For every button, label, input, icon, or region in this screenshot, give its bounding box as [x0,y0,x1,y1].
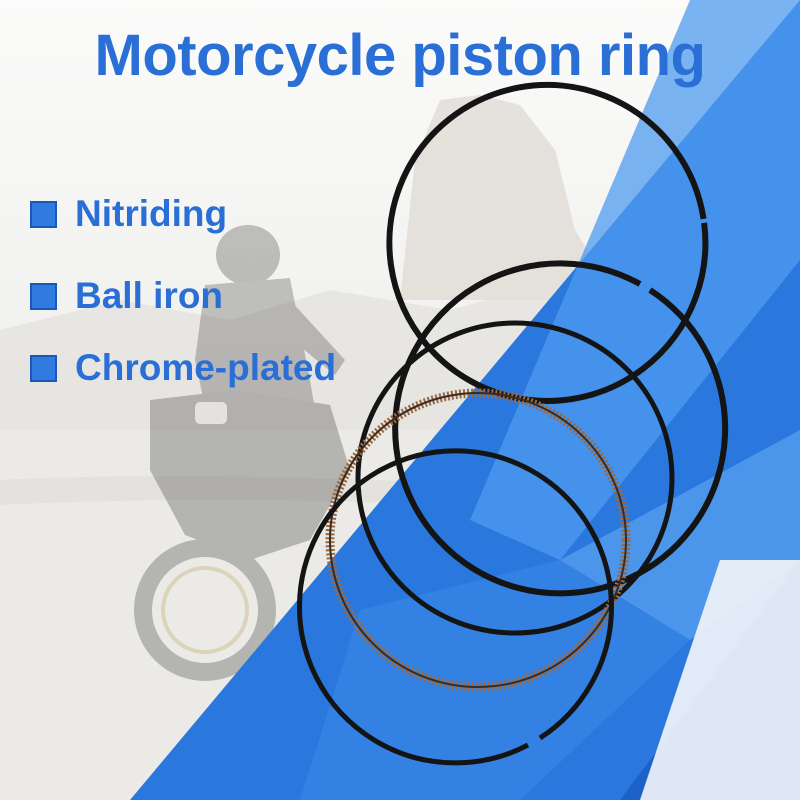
motorcycle-rider [134,225,350,681]
page-title: Motorcycle piston ring [94,23,706,88]
white-corner [640,560,800,800]
blue-band-lower-facet [300,560,690,800]
feature-item-chrome-plated: Chrome-plated [30,347,336,389]
feature-label: Ball iron [75,275,224,316]
feature-item-ball-iron: Ball iron [30,275,223,317]
motorcycle-body [150,390,350,560]
feature-label: Chrome-plated [75,347,337,388]
rock-formation [400,95,640,300]
square-bullet-icon [30,282,57,310]
helmet [216,225,280,285]
piston-ring-third [355,320,675,636]
square-bullet-icon [30,354,57,382]
square-bullet-icon [30,200,57,228]
piston-ring-top [386,82,709,404]
front-wheel-rim [161,566,249,654]
rider-torso [195,278,320,450]
headlight [195,402,227,424]
rider-arm [280,300,345,375]
piston-ring-second [392,260,729,597]
front-wheel [134,539,276,681]
piston-ring-oil-expander [325,388,631,692]
feature-item-nitriding: Nitriding [30,193,227,235]
feature-label: Nitriding [75,193,228,234]
piston-ring-bottom [296,448,614,766]
